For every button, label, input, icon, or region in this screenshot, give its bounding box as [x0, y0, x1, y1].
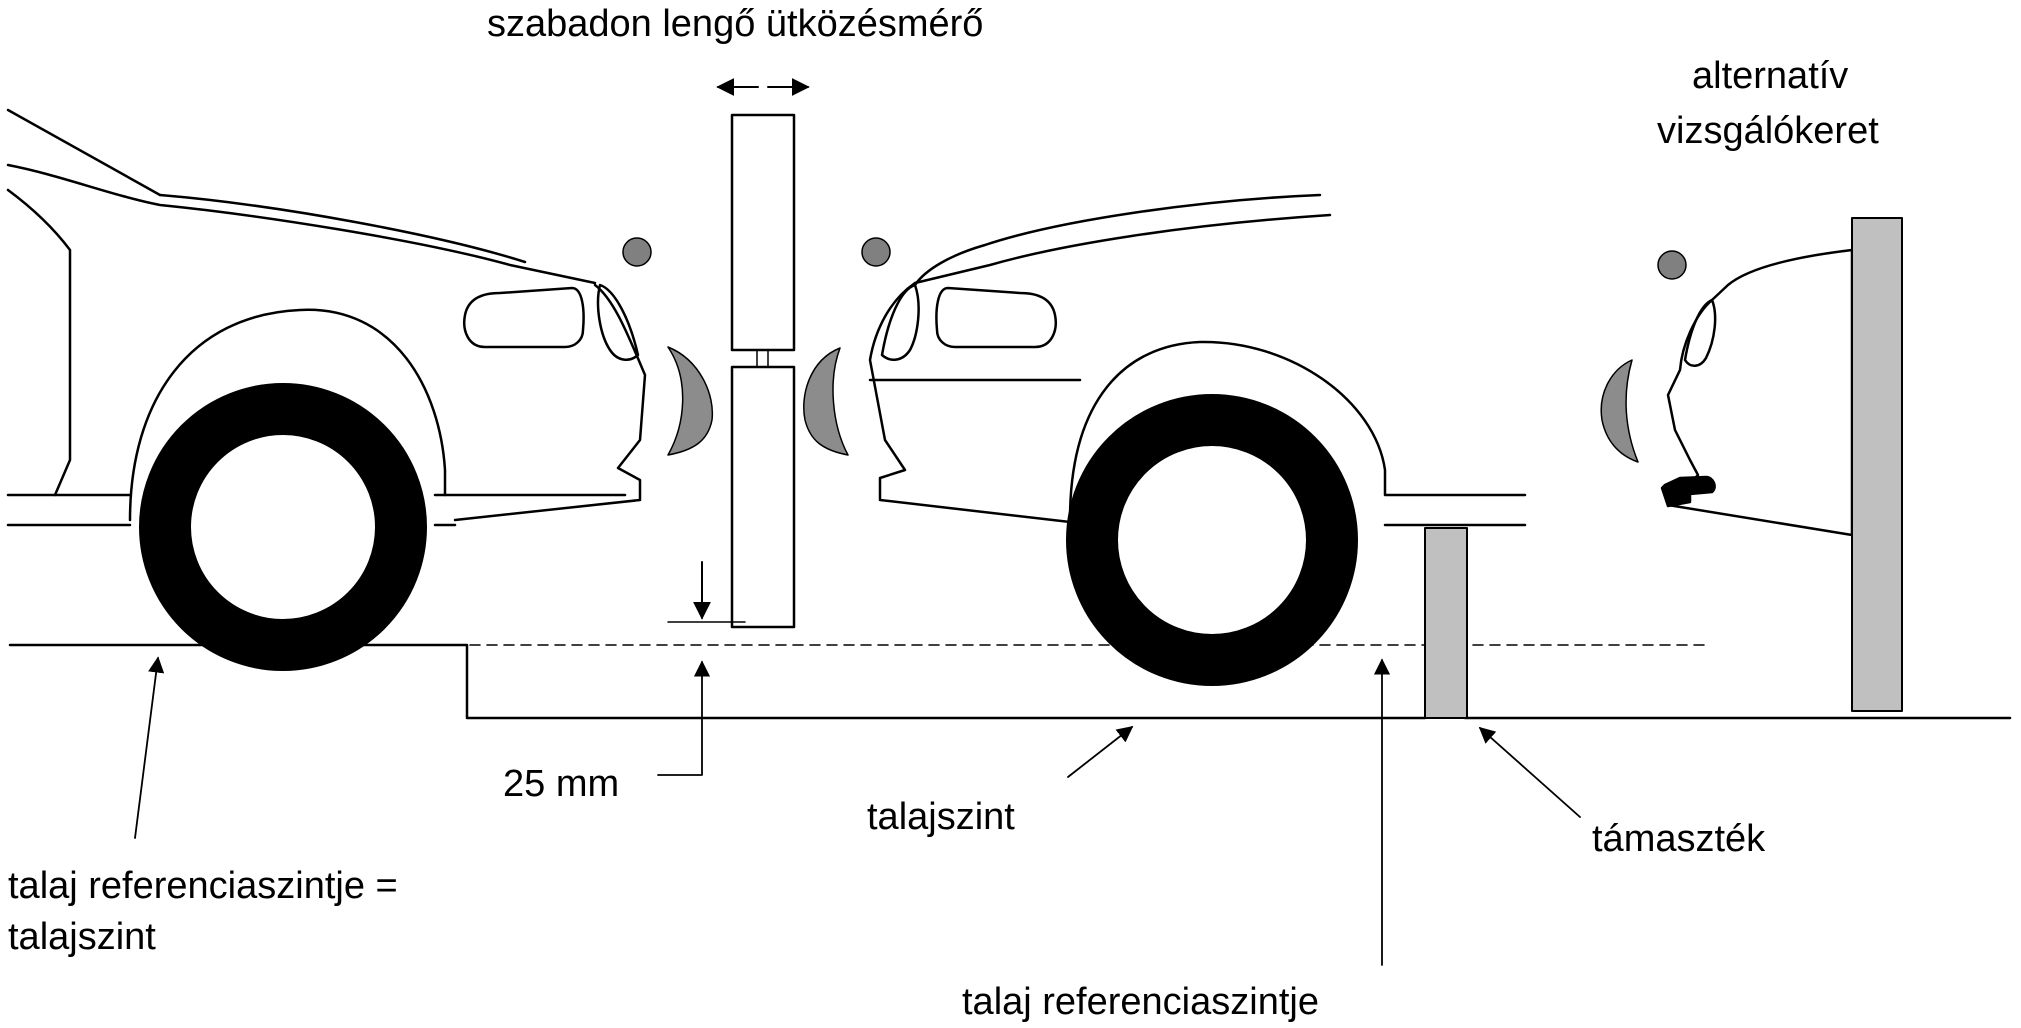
frame-marker-icon — [1657, 250, 1687, 280]
leader-lines — [134, 656, 1581, 966]
alternative-test-frame — [1660, 217, 1903, 712]
support-label: támaszték — [1592, 818, 1766, 860]
alt-frame-label-line1: alternatív — [1692, 55, 1849, 97]
right-car — [868, 193, 1527, 527]
left-car-marker-icon — [622, 237, 652, 267]
offset-label: 25 mm — [503, 763, 620, 805]
pendulum-impactor — [667, 113, 796, 629]
left-car-tire — [139, 383, 427, 671]
ref-equals-ground-label-line2: talajszint — [8, 916, 156, 958]
frame-bumper — [1600, 359, 1639, 463]
right-car-marker-icon — [861, 237, 891, 267]
left-car-bumper — [667, 346, 714, 456]
support-block — [1424, 527, 1468, 719]
ref-level-label: talaj referenciaszintje — [962, 981, 1319, 1023]
ground-label: talajszint — [867, 796, 1015, 838]
alt-frame-label-line2: vizsgálókeret — [1657, 110, 1879, 152]
right-car-tire — [1066, 394, 1358, 686]
ref-equals-ground-label-line1: talaj referenciaszintje = — [8, 865, 398, 907]
right-car-bumper-left-facing — [803, 347, 849, 456]
pendulum-label: szabadon lengő ütközésmérő — [487, 3, 984, 45]
left-car — [6, 108, 647, 527]
